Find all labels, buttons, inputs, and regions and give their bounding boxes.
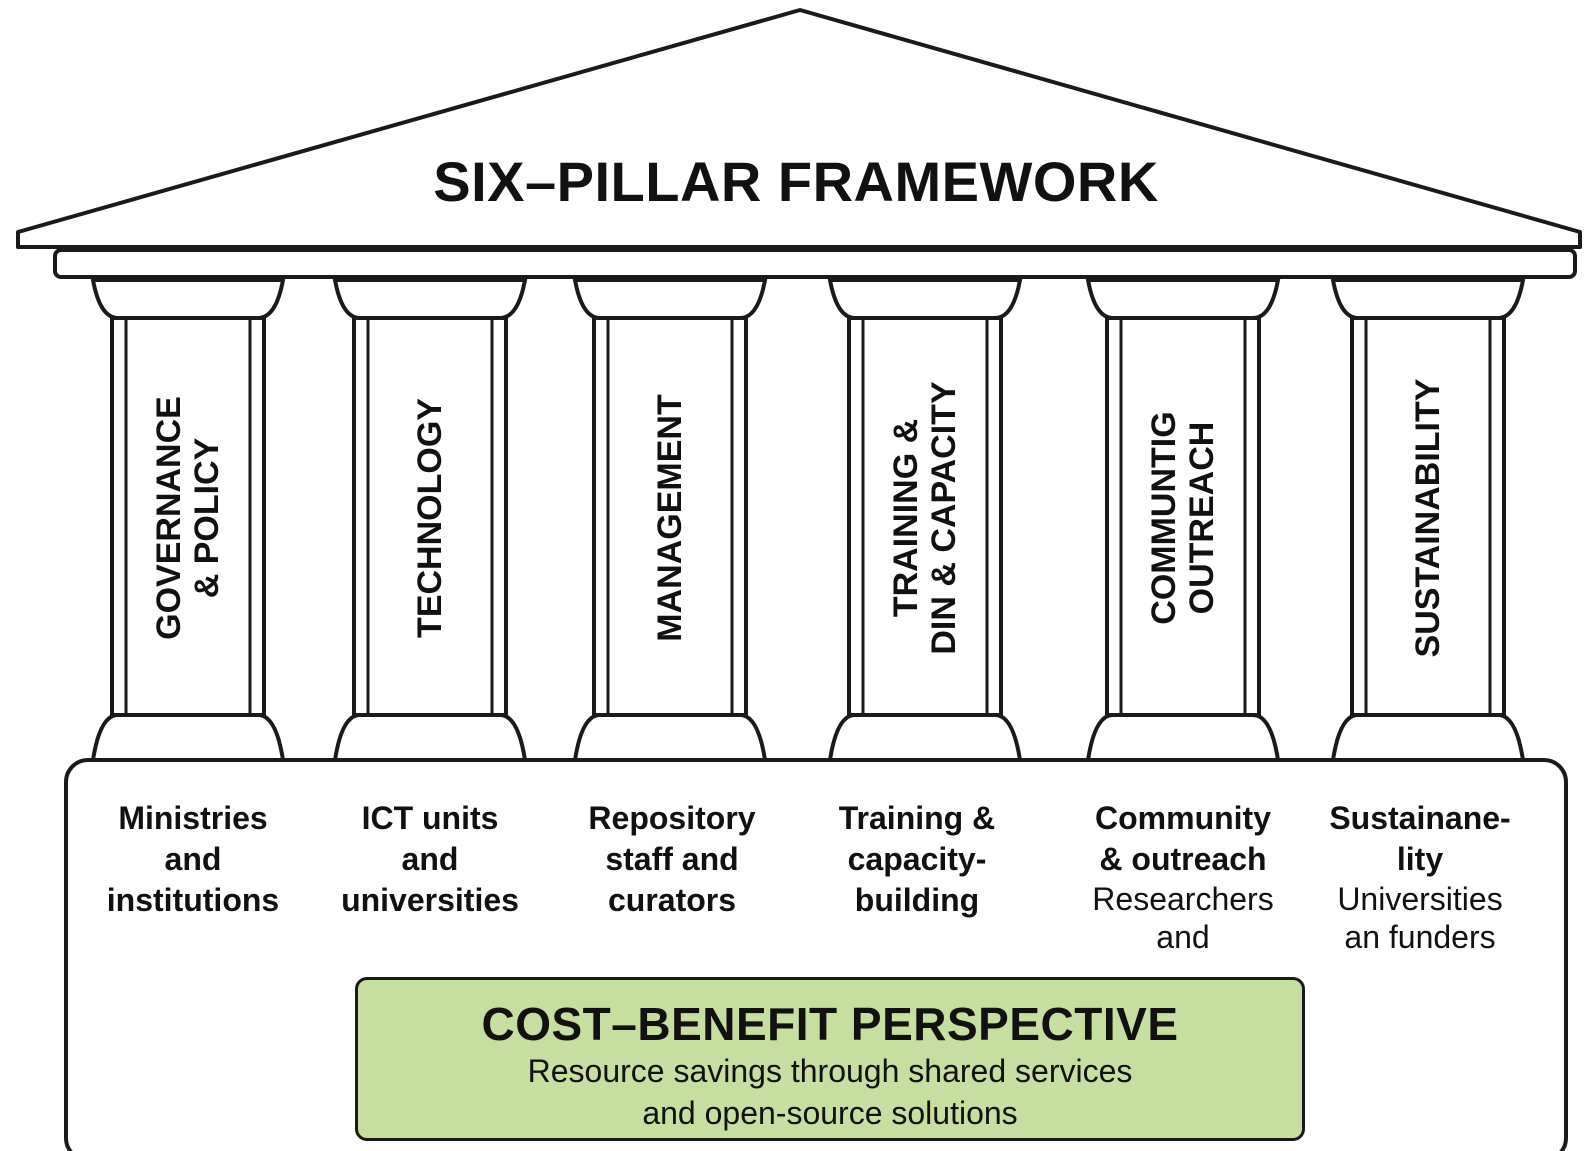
stakeholder-line: curators (607, 882, 737, 918)
pillar-capital (90, 278, 286, 320)
stakeholder-column-1: Ministries and institutions (83, 798, 303, 921)
stakeholder-line: capacity- (847, 841, 987, 877)
pillar-base (1085, 713, 1281, 762)
pillar-label-line: & POLICY (188, 437, 226, 599)
cost-benefit-line-2: and open-source solutions (642, 1095, 1018, 1131)
pillar-3 (572, 278, 768, 762)
stakeholder-subline: an funders (1344, 919, 1496, 955)
stakeholder-column-4: Training & capacity-building (807, 798, 1027, 921)
pillar-label-line: OUTREACH (1183, 421, 1221, 615)
pillar-label-6: SUSTAINABILITY (1409, 379, 1447, 658)
pillar-capital (827, 278, 1023, 320)
pillar-5 (1085, 278, 1281, 762)
pillar-shaft (1105, 316, 1261, 717)
pillar-capital (1330, 278, 1526, 320)
stakeholder-line: institutions (106, 882, 280, 918)
pillar-label-line: TECHNOLOGY (411, 398, 449, 638)
pillar-label-line: SUSTAINABILITY (1409, 378, 1447, 658)
stakeholder-line: building (854, 882, 980, 918)
pillar-label-line: DIN & CAPACITY (925, 381, 963, 655)
stakeholder-line: & outreach (1099, 841, 1267, 877)
pillar-2 (332, 278, 528, 762)
pillar-label-line: TRAINING & (887, 418, 925, 618)
stakeholder-line: and (401, 841, 459, 877)
pillar-6 (1330, 278, 1526, 762)
pillar-base (90, 713, 286, 762)
pillar-capital (1085, 278, 1281, 320)
diagram-title: SIX–PILLAR FRAMEWORK (433, 150, 1159, 213)
cost-benefit-line-1: Resource savings through shared services (527, 1053, 1133, 1089)
stakeholder-line: ICT units (361, 800, 499, 836)
pillar-shaft (110, 316, 266, 717)
stakeholder-subline: Researchers (1092, 881, 1274, 917)
stakeholder-subline: Universities (1337, 881, 1503, 917)
stakeholder-line: Community (1095, 800, 1271, 836)
roof (16, 8, 1582, 249)
architrave (53, 248, 1577, 279)
pillar-base (827, 713, 1023, 762)
stakeholder-column-2: ICT units and universities (320, 798, 540, 921)
pillar-label-4: TRAINING &DIN & CAPACITY (887, 381, 963, 654)
pillar-label-line: GOVERNANCE (150, 396, 188, 640)
stakeholder-line: staff and (605, 841, 739, 877)
pillar-base (572, 713, 768, 762)
stakeholder-line: and (164, 841, 222, 877)
cost-benefit-title: COST–BENEFIT PERSPECTIVE (481, 998, 1179, 1050)
pillar-1 (90, 278, 286, 762)
stakeholder-line: Ministries (118, 800, 268, 836)
stakeholder-line: Training & (838, 800, 996, 836)
pillar-label-1: GOVERNANCE& POLICY (150, 396, 226, 640)
stakeholder-column-3: Repository staff and curators (562, 798, 782, 921)
pillar-label-3: MANAGEMENT (651, 394, 689, 641)
stakeholder-line: lity (1396, 841, 1444, 877)
pillar-capital (332, 278, 528, 320)
pillar-capital (572, 278, 768, 320)
pillar-4 (827, 278, 1023, 762)
pillar-label-line: MANAGEMENT (651, 394, 689, 642)
stakeholder-line: universities (341, 882, 519, 918)
pillar-label-2: TECHNOLOGY (411, 398, 449, 638)
pillar-base (1330, 713, 1526, 762)
base-platform (64, 758, 1568, 1151)
stakeholder-line: Repository (588, 800, 756, 836)
pillar-base (332, 713, 528, 762)
pillar-shaft (592, 316, 748, 717)
cost-benefit-box: COST–BENEFIT PERSPECTIVE Resource saving… (355, 977, 1305, 1141)
stakeholder-line: Sustainane- (1329, 800, 1511, 836)
stakeholder-subline: and (1156, 919, 1210, 955)
pillar-label-line: COMMUNTIG (1145, 411, 1183, 625)
pillar-shaft (352, 316, 508, 717)
